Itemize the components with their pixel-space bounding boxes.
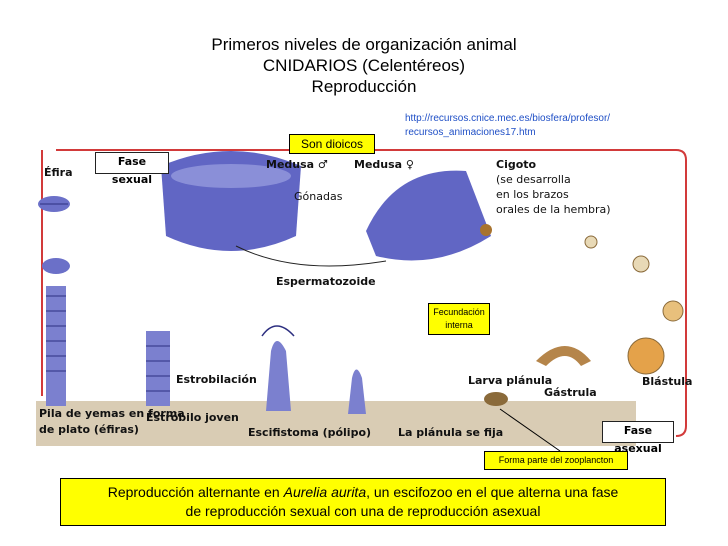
phase-asexual-label: Fase asexual: [602, 421, 674, 443]
label-cigoto-3: en los brazos: [496, 188, 569, 201]
title-line-3: Reproducción: [0, 76, 728, 97]
tag-fecundacion-line-1: Fecundación: [433, 307, 485, 317]
zygote-cell: [480, 224, 492, 236]
label-efira: Éfira: [44, 166, 73, 179]
cleavage-4cell: [633, 256, 649, 272]
label-medusa-female: Medusa ♀: [354, 158, 414, 171]
title-line-2: CNIDARIOS (Celentéreos): [0, 55, 728, 76]
label-gastrula: Gástrula: [544, 386, 597, 399]
title-line-1: Primeros niveles de organización animal: [0, 34, 728, 55]
caption-box: Reproducción alternante en Aurelia aurit…: [60, 478, 666, 526]
label-cigoto-4: orales de la hembra): [496, 203, 611, 216]
gastrula: [536, 346, 591, 366]
source-link[interactable]: http://recursos.cnice.mec.es/biosfera/pr…: [405, 112, 610, 140]
tag-zooplancton: Forma parte del zooplancton: [484, 451, 628, 470]
tag-son-dioicos: Son dioicos: [289, 134, 375, 154]
sperm-path: [236, 246, 386, 266]
label-medusa-male: Medusa ♂: [266, 158, 328, 171]
title-block: Primeros niveles de organización animal …: [0, 34, 728, 97]
label-larva: Larva plánula: [468, 374, 552, 387]
cleavage-2cell: [585, 236, 597, 248]
label-escifistoma: Escifistoma (pólipo): [248, 426, 371, 439]
source-link-line-2[interactable]: recursos_animaciones17.htm: [405, 126, 610, 140]
label-gonadas: Gónadas: [294, 190, 343, 203]
phase-sexual-label: Fase sexual: [95, 152, 169, 174]
female-medusa-illustration: [366, 171, 491, 261]
morula: [663, 301, 683, 321]
blastula: [628, 338, 664, 374]
label-cigoto-1: Cigoto: [496, 158, 537, 171]
label-espermatozoide: Espermatozoide: [276, 275, 376, 288]
strobila-stack-illustration: [42, 258, 70, 406]
tag-fecundacion-interna: Fecundación interna: [428, 303, 490, 335]
caption-species: Aurelia aurita: [284, 484, 367, 500]
label-pila-2: de plato (éfiras): [39, 423, 139, 436]
label-estrobilacion: Estrobilación: [176, 373, 257, 386]
label-blastula: Blástula: [642, 375, 692, 388]
caption-line-2: de reproducción sexual con una de reprod…: [186, 503, 541, 519]
label-pila-1: Pila de yemas en forma: [39, 407, 185, 420]
label-planula-fija: La plánula se fija: [398, 426, 503, 439]
ephyra-illustration: [38, 196, 70, 212]
scyphistoma-illustration: [262, 326, 294, 411]
source-link-line-1[interactable]: http://recursos.cnice.mec.es/biosfera/pr…: [405, 112, 610, 126]
label-cigoto-2: (se desarrolla: [496, 173, 571, 186]
caption-part-1: Reproducción alternante en: [108, 484, 284, 500]
strobilation-illustration: [146, 331, 170, 406]
young-polyp-illustration: [348, 370, 366, 415]
tag-fecundacion-line-2: interna: [445, 320, 473, 330]
life-cycle-diagram: Éfira Medusa ♂ Medusa ♀ Gónadas Espermat…: [36, 146, 696, 446]
planula-larva: [484, 392, 508, 406]
caption-part-2: , un escifozoo en el que alterna una fas…: [366, 484, 618, 500]
